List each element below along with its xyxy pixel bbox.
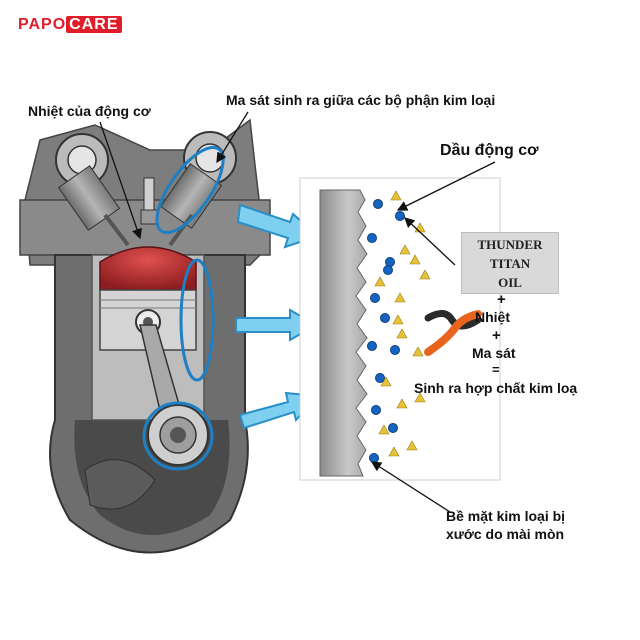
oil-additive-particle	[394, 292, 406, 303]
oil-particles	[367, 190, 431, 463]
metal-surface-plate	[319, 189, 368, 477]
oil-additive-particle	[388, 446, 400, 457]
result-label: Sinh ra hợp chất kim loạ	[414, 380, 578, 396]
equals-symbol: =	[492, 362, 500, 377]
product-line-1: THUNDER	[477, 237, 543, 252]
metal-particle	[388, 423, 398, 433]
metal-particle	[383, 265, 393, 275]
friction-label: Ma sát sinh ra giữa các bộ phận kim loại	[226, 92, 496, 108]
oil-additive-particle	[390, 190, 402, 201]
oil-additive-particle	[378, 424, 390, 435]
metal-particle	[390, 345, 400, 355]
product-line-3: OIL	[498, 275, 522, 290]
cylinder-wall-friction-ellipse	[179, 258, 215, 382]
connecting-rod	[139, 324, 209, 466]
callout-lines	[99, 111, 496, 513]
oil-additive-particle	[392, 314, 404, 325]
oil-additive-particle	[396, 328, 408, 339]
thunder-titan-oil-box: THUNDER TITAN OIL	[461, 232, 559, 294]
metal-particle	[370, 293, 380, 303]
plus-symbol-1: +	[497, 291, 506, 308]
piston	[99, 246, 197, 351]
bearing-friction-ellipse	[142, 401, 214, 471]
valve-friction-ellipse	[155, 145, 225, 235]
logo-text-care: CARE	[66, 16, 122, 33]
friction-callout	[216, 111, 249, 164]
heat-friction-interaction	[424, 310, 482, 356]
metal-particle	[369, 453, 379, 463]
oil-additive-particle	[414, 392, 426, 403]
metal-particle	[373, 199, 383, 209]
spark-plug-icon	[140, 177, 158, 225]
oil-additive-particle	[406, 440, 418, 451]
engine-oil-label: Dầu động cơ	[440, 142, 539, 159]
zoom-arrows	[235, 203, 321, 430]
metal-particle	[375, 373, 385, 383]
metal-particle	[395, 211, 405, 221]
product-callout	[404, 217, 456, 266]
oil-additive-particle	[409, 254, 421, 265]
metal-particle	[367, 341, 377, 351]
oil-additive-particle	[399, 244, 411, 255]
surface-label-line2: xước do mài mòn	[446, 526, 565, 542]
friction-short-label: Ma sát	[472, 345, 516, 361]
metal-particle	[367, 233, 377, 243]
oil-additive-particle	[419, 269, 431, 280]
oil-additive-particle	[380, 376, 392, 387]
surface-callout	[370, 461, 451, 513]
plus-symbol-2: +	[492, 327, 501, 344]
oil-additive-particle	[412, 346, 424, 357]
engine-heat-label: Nhiệt của động cơ	[28, 103, 151, 119]
intake-valve-assembly	[55, 133, 130, 247]
engine-oil-callout	[396, 161, 496, 211]
metal-particle	[380, 313, 390, 323]
oil-additive-particle	[396, 398, 408, 409]
oil-additive-particle	[374, 276, 386, 287]
logo-text-papo: PAPO	[18, 16, 67, 33]
metal-particle	[371, 405, 381, 415]
engine-heat-callout	[99, 121, 142, 240]
heat-label: Nhiệt	[475, 309, 510, 325]
surface-label-line1: Bề mặt kim loại bị	[446, 508, 566, 524]
engine-cross-section	[19, 118, 271, 554]
friction-highlights	[142, 145, 225, 471]
product-line-2: TITAN	[489, 256, 531, 271]
